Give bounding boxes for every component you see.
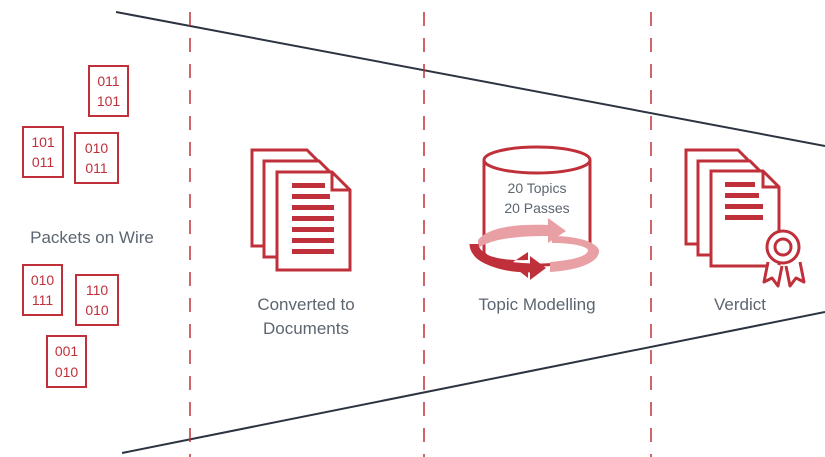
topics-count-label: 20 Topics (508, 180, 567, 196)
packet-line: 011 (97, 73, 120, 89)
certificate-document-icon (684, 148, 806, 288)
packet-line: 110 (86, 282, 109, 298)
cycle-arrows-icon (469, 218, 600, 280)
funnel-top-edge (115, 11, 825, 147)
packet-cards: 011 101 101 011 010 011 010 111 110 010 … (22, 65, 129, 388)
packet-line: 001 (55, 343, 79, 359)
stage-label-packets: Packets on Wire (30, 228, 154, 247)
packet-line: 010 (85, 302, 109, 318)
packet-line: 010 (31, 272, 55, 288)
packet-card: 011 101 (88, 65, 129, 117)
packet-line: 111 (32, 292, 53, 308)
stage-label-documents: Documents (263, 319, 349, 338)
passes-count-label: 20 Passes (504, 200, 569, 216)
stage-label-verdict: Verdict (714, 295, 766, 314)
database-cylinder-icon: 20 Topics 20 Passes (482, 145, 592, 267)
packet-card: 110 010 (75, 274, 119, 326)
packet-line: 011 (32, 154, 55, 170)
packet-card: 010 111 (22, 264, 63, 316)
packet-line: 011 (85, 160, 108, 176)
stage-label-documents: Converted to (257, 295, 354, 314)
funnel-bottom-edge (121, 311, 825, 454)
packet-card: 001 010 (46, 335, 87, 388)
packet-line: 010 (85, 140, 109, 156)
document-stack-icon (250, 148, 352, 272)
packet-line: 010 (55, 364, 79, 380)
packet-card: 010 011 (74, 132, 119, 184)
packet-line: 101 (31, 134, 55, 150)
packet-line: 101 (97, 93, 121, 109)
packet-card: 101 011 (22, 126, 64, 178)
stage-label-topic-modelling: Topic Modelling (478, 295, 595, 314)
